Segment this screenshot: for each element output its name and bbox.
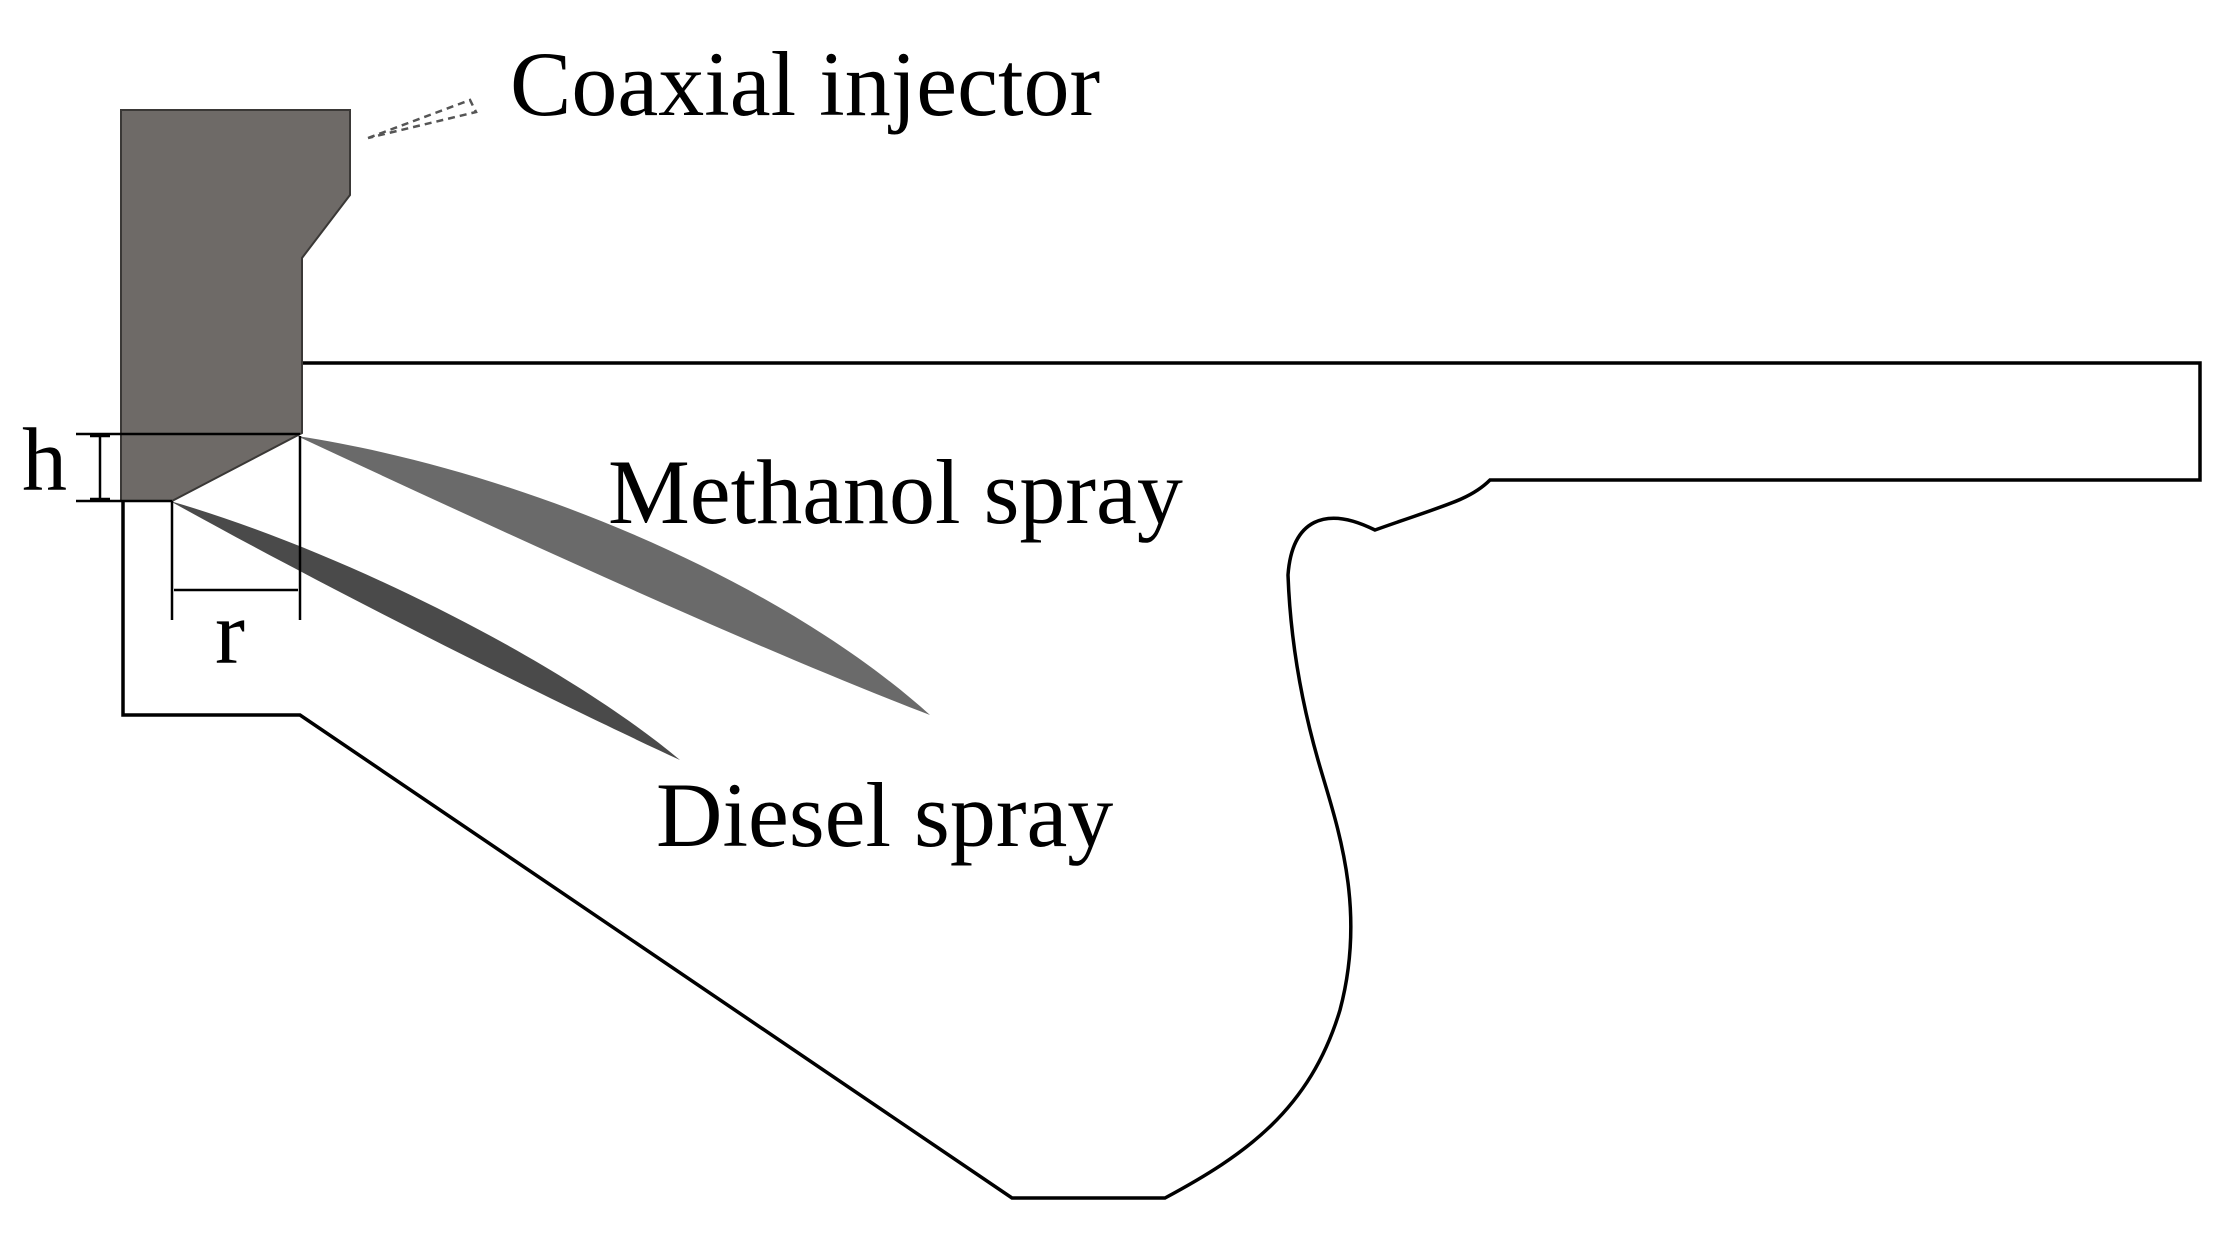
diesel-spray-plume bbox=[170, 501, 680, 760]
diesel-spray-label: Diesel spray bbox=[656, 764, 1113, 866]
r-dimension-label: r bbox=[215, 584, 245, 683]
methanol-spray-plume bbox=[297, 436, 930, 715]
injector-leader-line bbox=[367, 98, 478, 140]
methanol-spray-label: Methanol spray bbox=[608, 441, 1183, 543]
piston-bowl-outline bbox=[121, 361, 2202, 1200]
coaxial-injector-label: Coaxial injector bbox=[510, 33, 1100, 135]
h-dimension-label: h bbox=[22, 411, 67, 510]
